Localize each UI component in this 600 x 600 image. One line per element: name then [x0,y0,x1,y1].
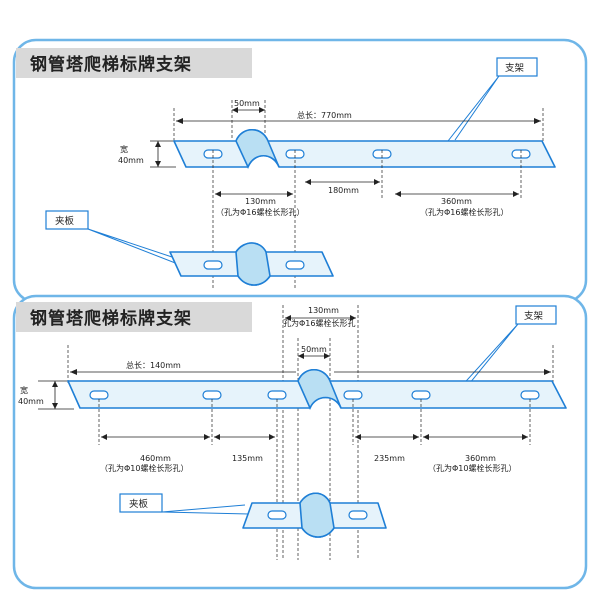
dim-130-label-bottom: 130mm [308,306,339,315]
width-value-bottom: 40mm [18,397,44,406]
clamp-plate-top [169,242,334,286]
dim-460-label-bottom: 460mm [140,454,171,463]
callout-bracket-leader-top [447,75,500,142]
slot-hole [89,390,109,400]
callout-bracket-leader-bottom [457,323,519,391]
dim-total-label-top: 总长：770mm [297,110,352,120]
dim-360-label-top: 360mm [441,197,472,206]
callout-bracket-label-top: 支架 [505,62,525,74]
callout-clamp-label-bottom: 夹板 [129,498,149,510]
callout-bracket-box-top [496,57,538,77]
dim-460-note-bottom: （孔为Φ10螺栓长形孔） [100,463,188,473]
dim-50-label-bottom: 50mm [301,345,327,354]
callout-bracket-box-bottom [515,305,557,325]
panel-bottom-title: 钢管塔爬梯标牌支架 [30,308,192,329]
slot-hole [520,390,540,400]
slot-hole [203,260,223,270]
slot-hole [348,510,368,520]
slot-hole [285,260,305,270]
dim-130-label-top: 130mm [245,197,276,206]
dim-130-note-bottom: 孔为Φ16螺栓长形孔 [283,318,355,328]
bracket-plate-bottom [67,368,567,410]
slot-hole [202,390,222,400]
width-value-top: 40mm [118,156,144,165]
dim-130-note-top: （孔为Φ16螺栓长形孔） [216,207,304,217]
dim-360-note-bottom: （孔为Φ10螺栓长形孔） [428,463,516,473]
slot-hole [343,390,363,400]
callout-clamp-leader-bottom [161,504,250,515]
bracket-plate-top [173,128,556,170]
slot-hole [411,390,431,400]
clamp-plate-bottom [242,492,387,538]
callout-bracket-label-bottom: 支架 [524,310,544,322]
panel-bottom-frame [12,294,588,590]
width-label-bottom: 宽 [20,385,28,395]
dim-360-note-top: （孔为Φ16螺栓长形孔） [420,207,508,217]
dim-50-label-top: 50mm [234,99,260,108]
callout-clamp-leader-top [87,228,184,267]
dim-360-label-bottom: 360mm [465,454,496,463]
width-label-top: 宽 [120,144,128,154]
panel-top-title-bg [16,48,252,78]
panel-bottom-title-bg [16,302,252,332]
dim-135-label-bottom: 135mm [232,454,263,463]
panel-top-title: 钢管塔爬梯标牌支架 [30,54,192,75]
slot-hole [267,510,287,520]
panel-bottom: 钢管塔爬梯标牌支架 130mm 孔为Φ16螺栓长形孔 50mm 支架 总长：14… [12,294,588,590]
slot-hole [267,390,287,400]
panel-top: 钢管塔爬梯标牌支架 支架 总长：770mm 50mm 宽 40mm [12,38,588,304]
callout-clamp-label-top: 夹板 [55,215,75,227]
callout-clamp-box-top [45,210,89,230]
dim-total-label-bottom: 总长：140mm [126,360,181,370]
dim-235-label-bottom: 235mm [374,454,405,463]
dim-180-label-top: 180mm [328,186,359,195]
callout-clamp-box-bottom [119,493,163,513]
